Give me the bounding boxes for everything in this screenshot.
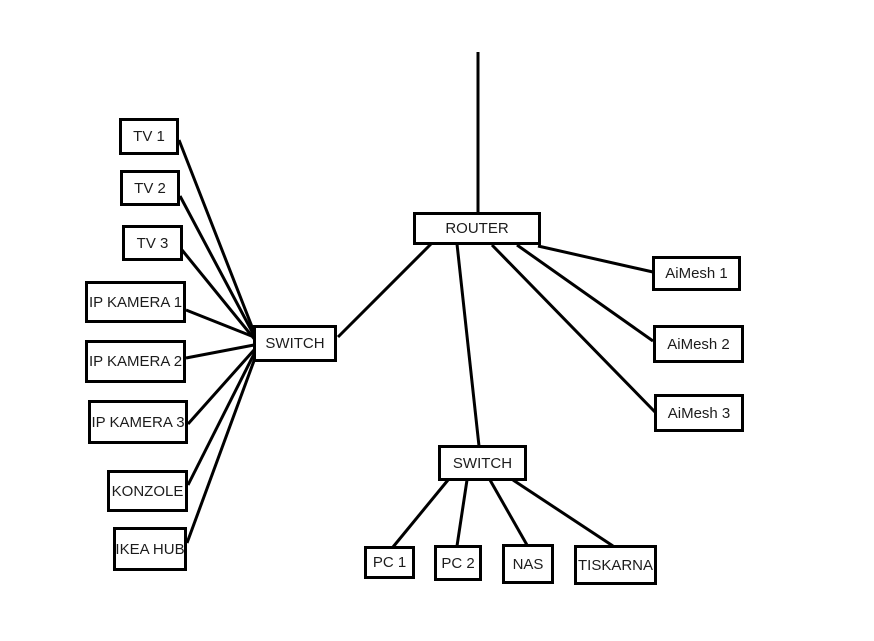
edge-switch-bottom-to-pc-2 — [455, 479, 469, 547]
node-tiskarna: TISKARNA — [574, 545, 657, 585]
node-switch-bottom: SWITCH — [438, 445, 527, 481]
node-konzole: KONZOLE — [107, 470, 188, 512]
node-label: KONZOLE — [111, 482, 184, 500]
node-tv-1: TV 1 — [119, 118, 179, 155]
node-label: AiMesh 2 — [667, 335, 730, 353]
node-label: AiMesh 3 — [667, 404, 731, 422]
node-ip-kamera-3: IP KAMERA 3 — [88, 400, 188, 444]
edge-router-to-aimesh-3 — [490, 243, 657, 414]
node-ikea-hub: IKEA HUB — [113, 527, 187, 571]
edge-switch-left-to-kamera-3 — [186, 349, 256, 425]
node-label: TV 2 — [134, 179, 166, 197]
node-label: TV 3 — [136, 234, 169, 252]
node-aimesh-3: AiMesh 3 — [654, 394, 744, 432]
node-aimesh-1: AiMesh 1 — [652, 256, 741, 291]
node-label: IP KAMERA 1 — [88, 293, 183, 311]
node-label: PC 2 — [441, 554, 475, 572]
edge-switch-left-to-kamera-1 — [185, 308, 255, 339]
node-label: PC 1 — [372, 554, 407, 571]
node-tv-2: TV 2 — [120, 170, 180, 206]
edge-switch-left-to-ikea-hub — [185, 357, 257, 544]
node-label: IP KAMERA 3 — [91, 413, 185, 431]
edge-switch-bottom-to-tiskarna — [512, 478, 614, 548]
node-label: IKEA HUB — [115, 540, 185, 558]
node-label: SWITCH — [265, 335, 325, 352]
edge-switch-left-to-tv-3 — [180, 249, 258, 342]
node-ip-kamera-1: IP KAMERA 1 — [85, 281, 186, 323]
node-aimesh-2: AiMesh 2 — [653, 325, 744, 363]
edge-switch-left-to-tv-2 — [178, 195, 258, 340]
node-label: SWITCH — [452, 454, 513, 472]
edge-switch-bottom-to-pc-1 — [391, 479, 450, 548]
edge-switch-left-to-konzole — [186, 353, 256, 486]
node-pc-1: PC 1 — [364, 546, 415, 579]
edge-switch-left-to-kamera-2 — [185, 343, 255, 360]
edge-router-to-aimesh-1 — [537, 244, 654, 274]
edge-router-to-switch-left — [336, 242, 433, 339]
node-tv-3: TV 3 — [122, 225, 183, 261]
node-label: ROUTER — [445, 220, 509, 237]
edge-router-to-switch-bottom — [455, 243, 481, 447]
node-label: IP KAMERA 2 — [88, 353, 183, 370]
node-label: AiMesh 1 — [665, 265, 728, 282]
edge-switch-bottom-to-nas — [488, 479, 529, 546]
node-ip-kamera-2: IP KAMERA 2 — [85, 340, 186, 383]
node-pc-2: PC 2 — [434, 545, 482, 581]
node-label: TISKARNA — [577, 556, 653, 574]
node-label: TV 1 — [133, 128, 165, 145]
edge-router-to-aimesh-2 — [516, 243, 654, 343]
edge-switch-left-to-tv-1 — [177, 139, 258, 338]
node-label: NAS — [512, 555, 544, 573]
node-nas: NAS — [502, 544, 554, 584]
node-router: ROUTER — [413, 212, 541, 245]
node-switch-left: SWITCH — [253, 325, 337, 362]
